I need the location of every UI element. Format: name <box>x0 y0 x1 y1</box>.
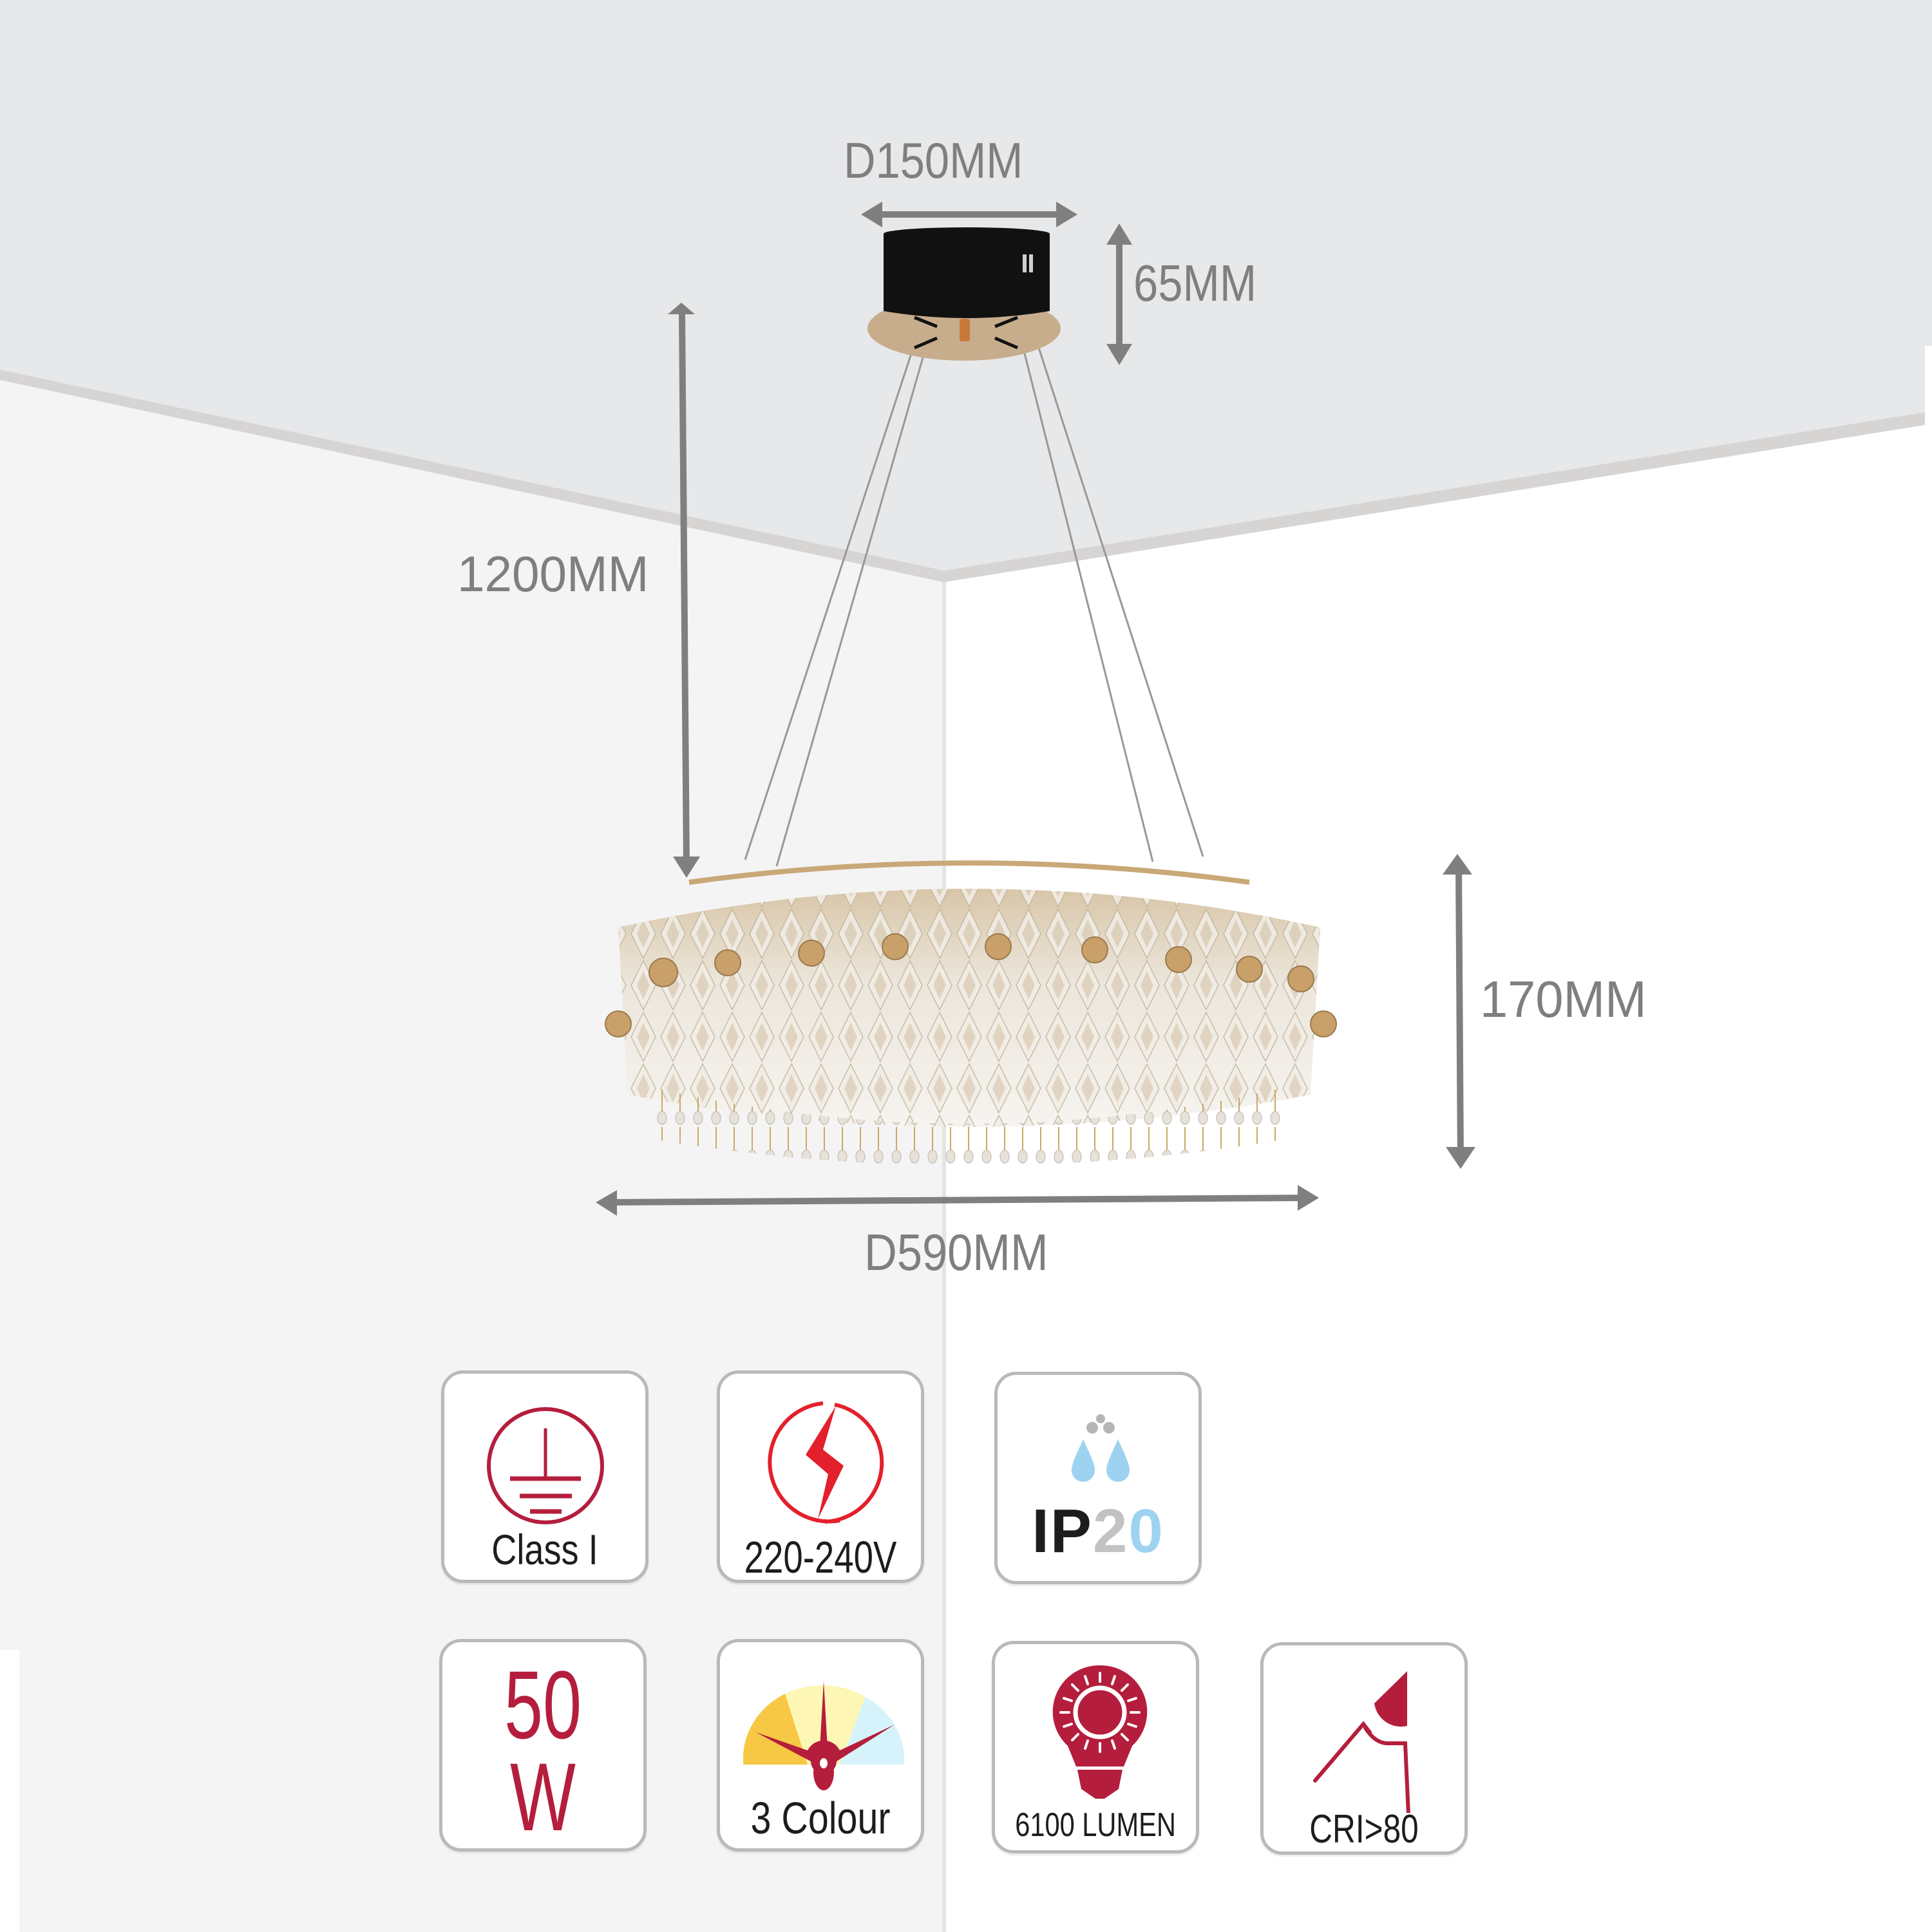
ip-rating-badge: IP20 <box>994 1372 1202 1584</box>
body-height-label: 170MM <box>1480 971 1647 1028</box>
ip-digit-liquid: 0 <box>1128 1497 1164 1566</box>
canopy-diameter-label: D150MM <box>844 132 1023 189</box>
light-bulb-icon <box>1052 1665 1148 1799</box>
voltage-badge: 220-240V <box>717 1370 924 1583</box>
drop-length-label: 1200MM <box>457 545 649 602</box>
earth-ground-icon <box>487 1407 604 1524</box>
cri-badge: CRI>80 <box>1260 1642 1468 1855</box>
body-diameter-label: D590MM <box>864 1224 1048 1281</box>
colour-temperature-gauge-icon <box>743 1681 904 1790</box>
cri-label: CRI>80 <box>1309 1807 1419 1852</box>
class-i-label: Class I <box>491 1526 598 1573</box>
wattage-unit: W <box>510 1743 576 1851</box>
wattage-badge: 50 W <box>439 1639 647 1852</box>
colour-temperature-badge: 3 Colour <box>717 1639 924 1852</box>
lightning-bolt-icon <box>768 1401 884 1524</box>
cri-lamp-icon <box>1313 1671 1410 1813</box>
ip-rating-label: IP20 <box>998 1501 1198 1562</box>
water-drops-icon <box>1072 1414 1130 1482</box>
colour-label: 3 Colour <box>750 1793 891 1843</box>
ip-prefix: IP <box>1032 1497 1093 1566</box>
lumen-badge: 6100 LUMEN <box>992 1641 1199 1853</box>
wattage-value: 50 <box>504 1651 582 1759</box>
crystal-chandelier-icon <box>605 860 1337 1166</box>
class-i-badge: Class I <box>441 1370 649 1583</box>
voltage-label: 220-240V <box>744 1532 897 1582</box>
ceiling-canopy-icon <box>867 227 1061 361</box>
ip-digit-solid: 2 <box>1092 1497 1129 1566</box>
canopy-height-label: 65MM <box>1133 254 1257 312</box>
lumen-label: 6100 LUMEN <box>1015 1806 1176 1844</box>
